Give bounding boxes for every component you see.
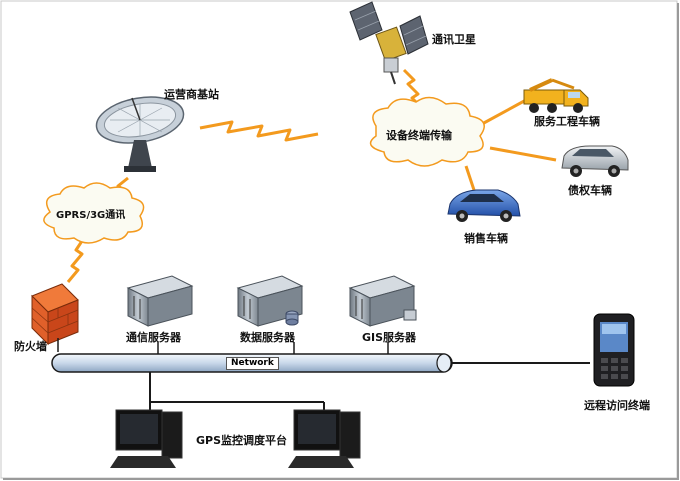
wireless-link-cloud-to-firewall	[66, 237, 86, 283]
wireless-link-terminal-to-sales-vehicle	[464, 165, 476, 191]
monitor-connectors	[149, 372, 325, 414]
network-label: Network	[226, 357, 279, 370]
base-station-dish-icon	[95, 96, 185, 172]
data-server-icon	[236, 275, 304, 327]
wireless-link-terminal-to-debt-vehicle	[489, 146, 557, 162]
wireless-link-satellite-to-terminal	[402, 68, 426, 112]
satellite-label: 通讯卫星	[432, 33, 476, 46]
firewall-icon	[31, 283, 79, 346]
gprs-cloud	[43, 182, 145, 244]
comm-server-icon	[126, 275, 194, 327]
device-terminal-label: 设备终端传输	[386, 129, 452, 142]
comm-server-label: 通信服务器	[126, 331, 181, 344]
sales-vehicle-icon	[447, 189, 521, 222]
debt-vehicle-label: 债权车辆	[568, 184, 612, 197]
sales-vehicle-label: 销售车辆	[464, 232, 508, 245]
remote-terminal-label: 远程访问终端	[584, 399, 650, 412]
satellite-icon	[349, 1, 429, 85]
remote-terminal-icon	[593, 313, 635, 387]
gps-platform-label: GPS监控调度平台	[196, 434, 288, 447]
data-server-label: 数据服务器	[240, 331, 295, 344]
server-connectors	[157, 342, 389, 354]
monitor-right-icon	[288, 409, 361, 468]
gis-server-label: GIS服务器	[362, 331, 417, 344]
service-vehicle-label: 服务工程车辆	[534, 115, 600, 128]
monitor-left-icon	[110, 409, 183, 468]
service-vehicle-icon	[523, 78, 589, 113]
device-terminal-cloud	[369, 96, 485, 167]
wireless-link-terminal-to-service-vehicle	[481, 98, 527, 126]
firewall-label: 防火墙	[14, 340, 47, 353]
gis-server-icon	[348, 275, 417, 327]
wireless-link-base-to-terminal	[199, 120, 319, 142]
debt-vehicle-icon	[561, 145, 629, 177]
gprs-label: GPRS/3G通讯	[56, 210, 126, 221]
base-station-label: 运营商基站	[164, 88, 219, 101]
